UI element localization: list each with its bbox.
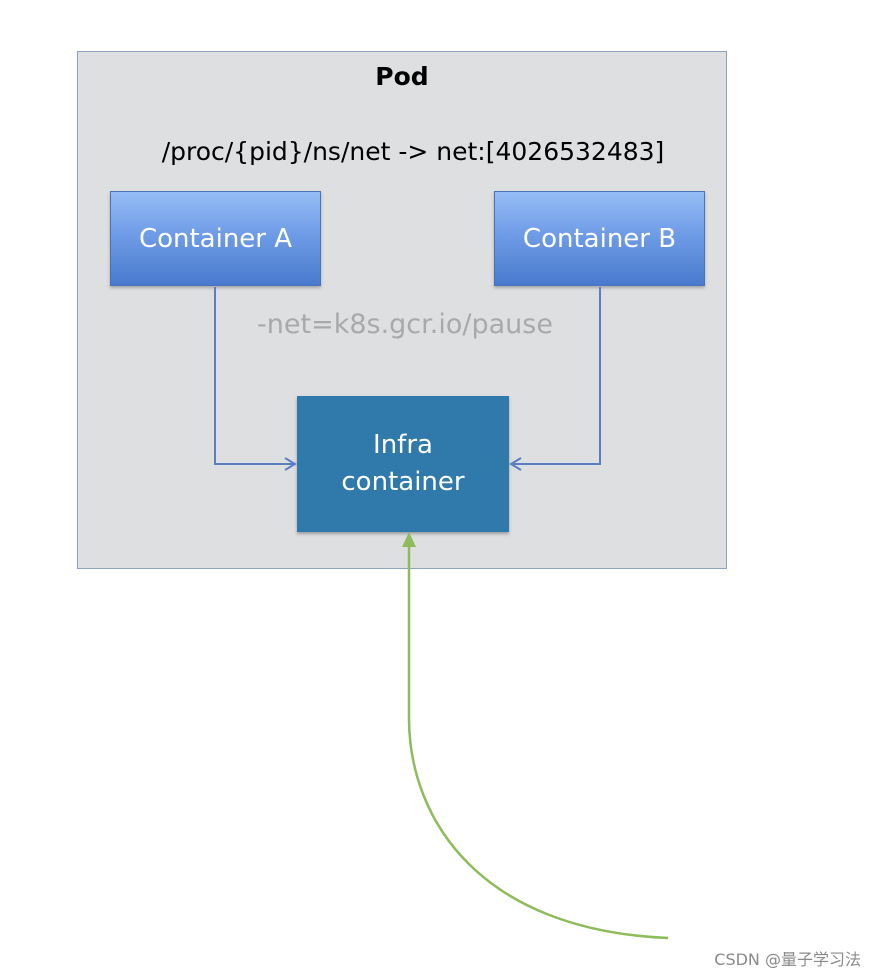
pod-title: Pod xyxy=(375,62,429,91)
infra-container-box: Infra container xyxy=(297,396,509,532)
container-b-label: Container B xyxy=(522,223,677,254)
container-a-label: Container A xyxy=(138,223,293,254)
watermark: CSDN @量子学习法 xyxy=(714,950,861,969)
infra-container-label-line2: container xyxy=(341,467,465,497)
infra-container-label-line1: Infra xyxy=(373,430,433,460)
external-link-curve xyxy=(407,545,669,940)
container-b-box: Container B xyxy=(494,191,705,286)
netns-path-label: /proc/{pid}/ns/net -> net:[4026532483] xyxy=(161,137,665,166)
net-arg-label: -net=k8s.gcr.io/pause xyxy=(257,309,553,340)
container-a-box: Container A xyxy=(110,191,321,286)
